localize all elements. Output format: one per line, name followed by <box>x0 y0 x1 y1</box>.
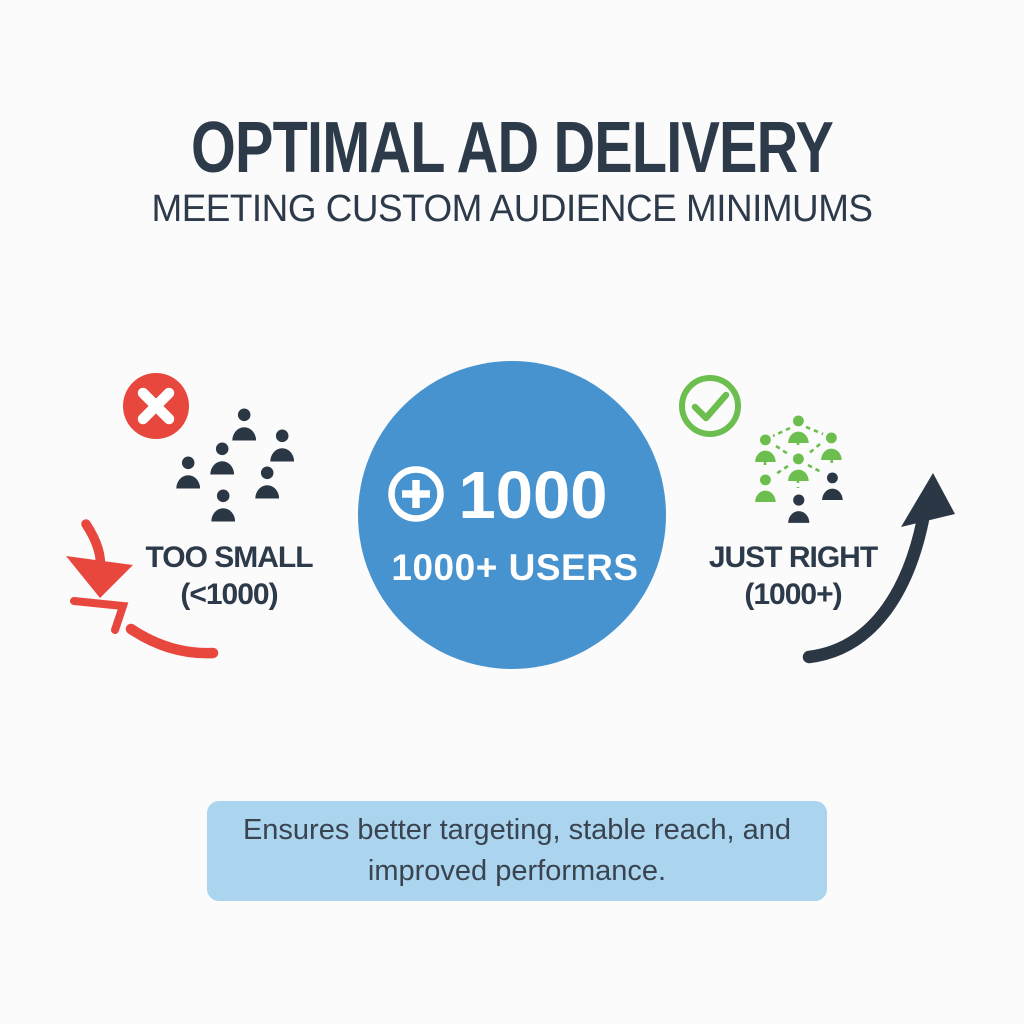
rising-arrow-icon <box>802 473 955 664</box>
benefit-note-line2: improved performance. <box>367 855 667 887</box>
connected-people-network-icon <box>755 415 843 523</box>
scattered-people-icons <box>176 408 295 522</box>
audience-caption: 1000+ USERS <box>391 547 639 588</box>
just-right-label-group: JUST RIGHT (1000+) <box>708 539 878 613</box>
audience-value: 1000 <box>458 458 608 533</box>
page-subtitle: MEETING CUSTOM AUDIENCE MINIMUMS <box>151 188 873 230</box>
x-circle-icon <box>123 373 189 439</box>
check-circle-icon <box>679 375 741 437</box>
declining-arrow-icon <box>66 519 219 659</box>
just-right-label: JUST RIGHT <box>708 541 878 574</box>
page-title: OPTIMAL AD DELIVERY <box>191 108 834 188</box>
too-small-threshold: (<1000) <box>180 578 278 611</box>
plus-circle-icon <box>388 466 444 522</box>
too-small-label: TOO SMALL <box>145 541 313 574</box>
too-small-label-group: TOO SMALL (<1000) <box>145 539 313 613</box>
benefit-note-line1: Ensures better targeting, stable reach, … <box>242 814 792 846</box>
benefit-note-box: Ensures better targeting, stable reach, … <box>207 801 827 901</box>
network-people-green <box>755 415 842 503</box>
just-right-threshold: (1000+) <box>744 578 842 611</box>
